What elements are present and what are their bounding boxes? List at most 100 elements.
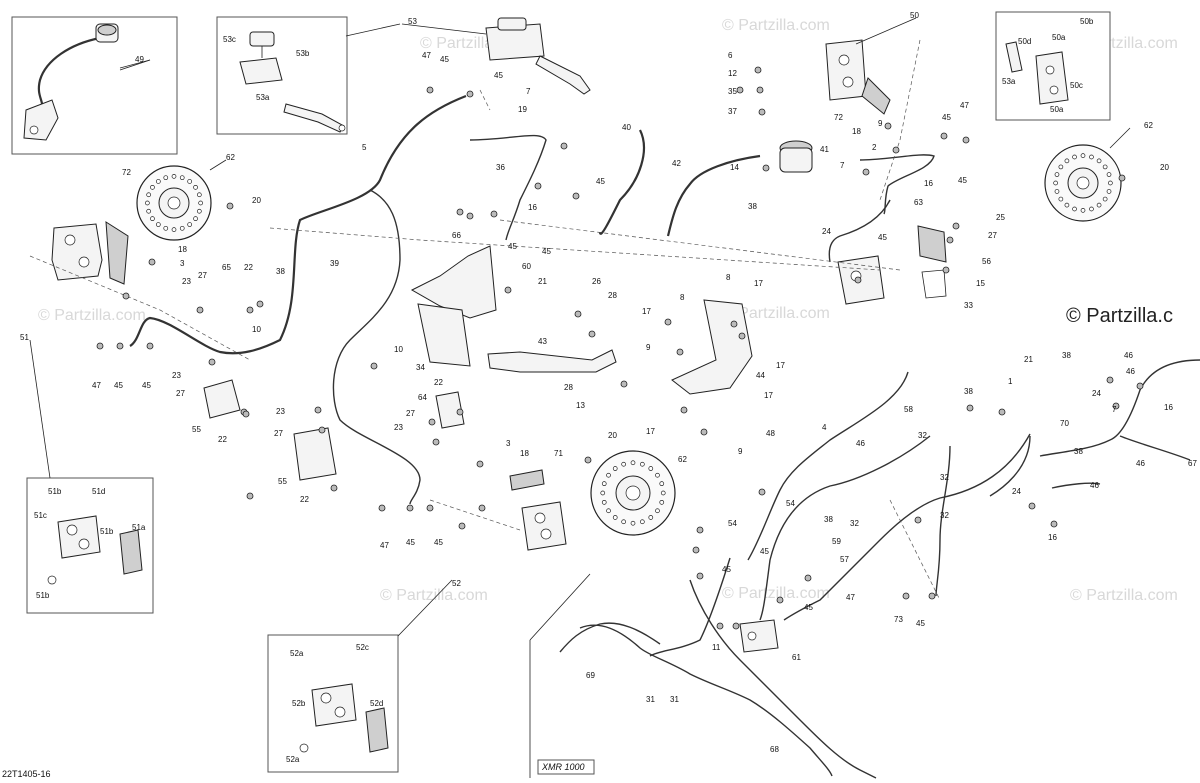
callout-label: 18 — [520, 449, 529, 458]
callout-label: 8 — [680, 293, 685, 302]
callout-label: 35 — [728, 87, 737, 96]
bolt — [942, 266, 950, 274]
brake-disc-62-center — [590, 450, 676, 536]
callout-label: 24 — [1012, 487, 1021, 496]
bolt — [428, 418, 436, 426]
callout-label: 46 — [1136, 459, 1145, 468]
callout-label: 6 — [728, 51, 733, 60]
bolt — [256, 300, 264, 308]
callout-label: 16 — [924, 179, 933, 188]
callout-label: 50 — [910, 11, 919, 20]
callout-label: 45 — [804, 603, 813, 612]
callout-label: 39 — [330, 259, 339, 268]
bolt — [620, 380, 628, 388]
callout-label: 62 — [226, 153, 235, 162]
reservoir-41 — [779, 140, 813, 173]
callout-label: 21 — [538, 277, 547, 286]
callout-label: 17 — [764, 391, 773, 400]
callout-label: 45 — [114, 381, 123, 390]
callout-label: 32 — [850, 519, 859, 528]
watermark-text: © Partzilla.com — [722, 585, 830, 602]
drawing-code: 22T1405-16 — [2, 769, 51, 779]
callout-label: 10 — [394, 345, 403, 354]
bolt — [146, 342, 154, 350]
callout-label: 11 — [712, 643, 721, 652]
callout-label: 57 — [840, 555, 849, 564]
callout-label: 23 — [182, 277, 191, 286]
bolt — [884, 122, 892, 130]
bolt — [756, 86, 764, 94]
bracket-55-upper — [203, 379, 241, 419]
callout-label: 50d — [1018, 37, 1031, 46]
callout-label: 43 — [538, 337, 547, 346]
callout-label: 7 — [526, 87, 531, 96]
callout-label: 45 — [958, 176, 967, 185]
callout-label: 60 — [522, 262, 531, 271]
callout-labels: 49 53 53c 53b 53a 50 50b 50d 50a 50c 50a… — [20, 11, 1197, 764]
callout-label: 55 — [278, 477, 287, 486]
callout-label: 20 — [608, 431, 617, 440]
watermark-large-text: © Partzilla.c — [1066, 305, 1173, 327]
bolt — [1050, 520, 1058, 528]
callout-label: 51b — [36, 591, 50, 600]
callout-label: 16 — [528, 203, 537, 212]
bolt — [716, 622, 724, 630]
callout-label: 62 — [678, 455, 687, 464]
callout-label: 54 — [786, 499, 795, 508]
bolt — [574, 310, 582, 318]
callout-label: 69 — [586, 671, 595, 680]
callout-label: 53c — [223, 35, 236, 44]
bolt — [758, 108, 766, 116]
callout-label: 33 — [964, 301, 973, 310]
bolt — [966, 404, 974, 412]
callout-label: 52 — [452, 579, 461, 588]
callout-label: 51c — [34, 511, 47, 520]
bolt — [456, 208, 464, 216]
callout-label: 72 — [122, 168, 131, 177]
bolt — [456, 408, 464, 416]
watermark-text: © Partzilla.com — [722, 305, 830, 322]
callout-label: 50c — [1070, 81, 1083, 90]
brake-disc-62-left — [136, 165, 212, 241]
callout-label: 38 — [964, 387, 973, 396]
callout-label: 18 — [178, 245, 187, 254]
callout-label: 47 — [846, 593, 855, 602]
bolt — [862, 168, 870, 176]
callout-label: 27 — [274, 429, 283, 438]
bolt — [700, 428, 708, 436]
callout-label: 54 — [728, 519, 737, 528]
callout-label: 49 — [135, 55, 144, 64]
callout-label: 51b — [48, 487, 62, 496]
callout-label: 31 — [646, 695, 655, 704]
disc-vent-holes — [1053, 153, 1113, 213]
bolt — [1112, 402, 1120, 410]
callout-label: 52c — [356, 643, 369, 652]
bolt — [952, 222, 960, 230]
bolt — [928, 592, 936, 600]
callout-label: 41 — [820, 145, 829, 154]
callout-label: 63 — [914, 198, 923, 207]
bolt — [116, 342, 124, 350]
callout-label: 9 — [878, 119, 883, 128]
brake-disc-62-right — [1044, 144, 1122, 222]
callout-label: 51b — [100, 527, 114, 536]
callout-label: 53b — [296, 49, 310, 58]
callout-label: 52a — [286, 755, 300, 764]
callout-label: 55 — [192, 425, 201, 434]
bolt — [370, 362, 378, 370]
callout-label: 16 — [1164, 403, 1173, 412]
callout-label: 46 — [1124, 351, 1133, 360]
footer: 22T1405-16 XMR 1000 — [2, 759, 595, 779]
callout-label: 68 — [770, 745, 779, 754]
callout-label: 59 — [832, 537, 841, 546]
fasteners — [96, 66, 1144, 630]
bolt — [208, 358, 216, 366]
callout-label: 45 — [596, 177, 605, 186]
callout-label: 50b — [1080, 17, 1094, 26]
bolt — [940, 132, 948, 140]
callout-label: 38 — [276, 267, 285, 276]
bolt — [998, 408, 1006, 416]
bolt — [692, 546, 700, 554]
callout-label: 45 — [434, 538, 443, 547]
